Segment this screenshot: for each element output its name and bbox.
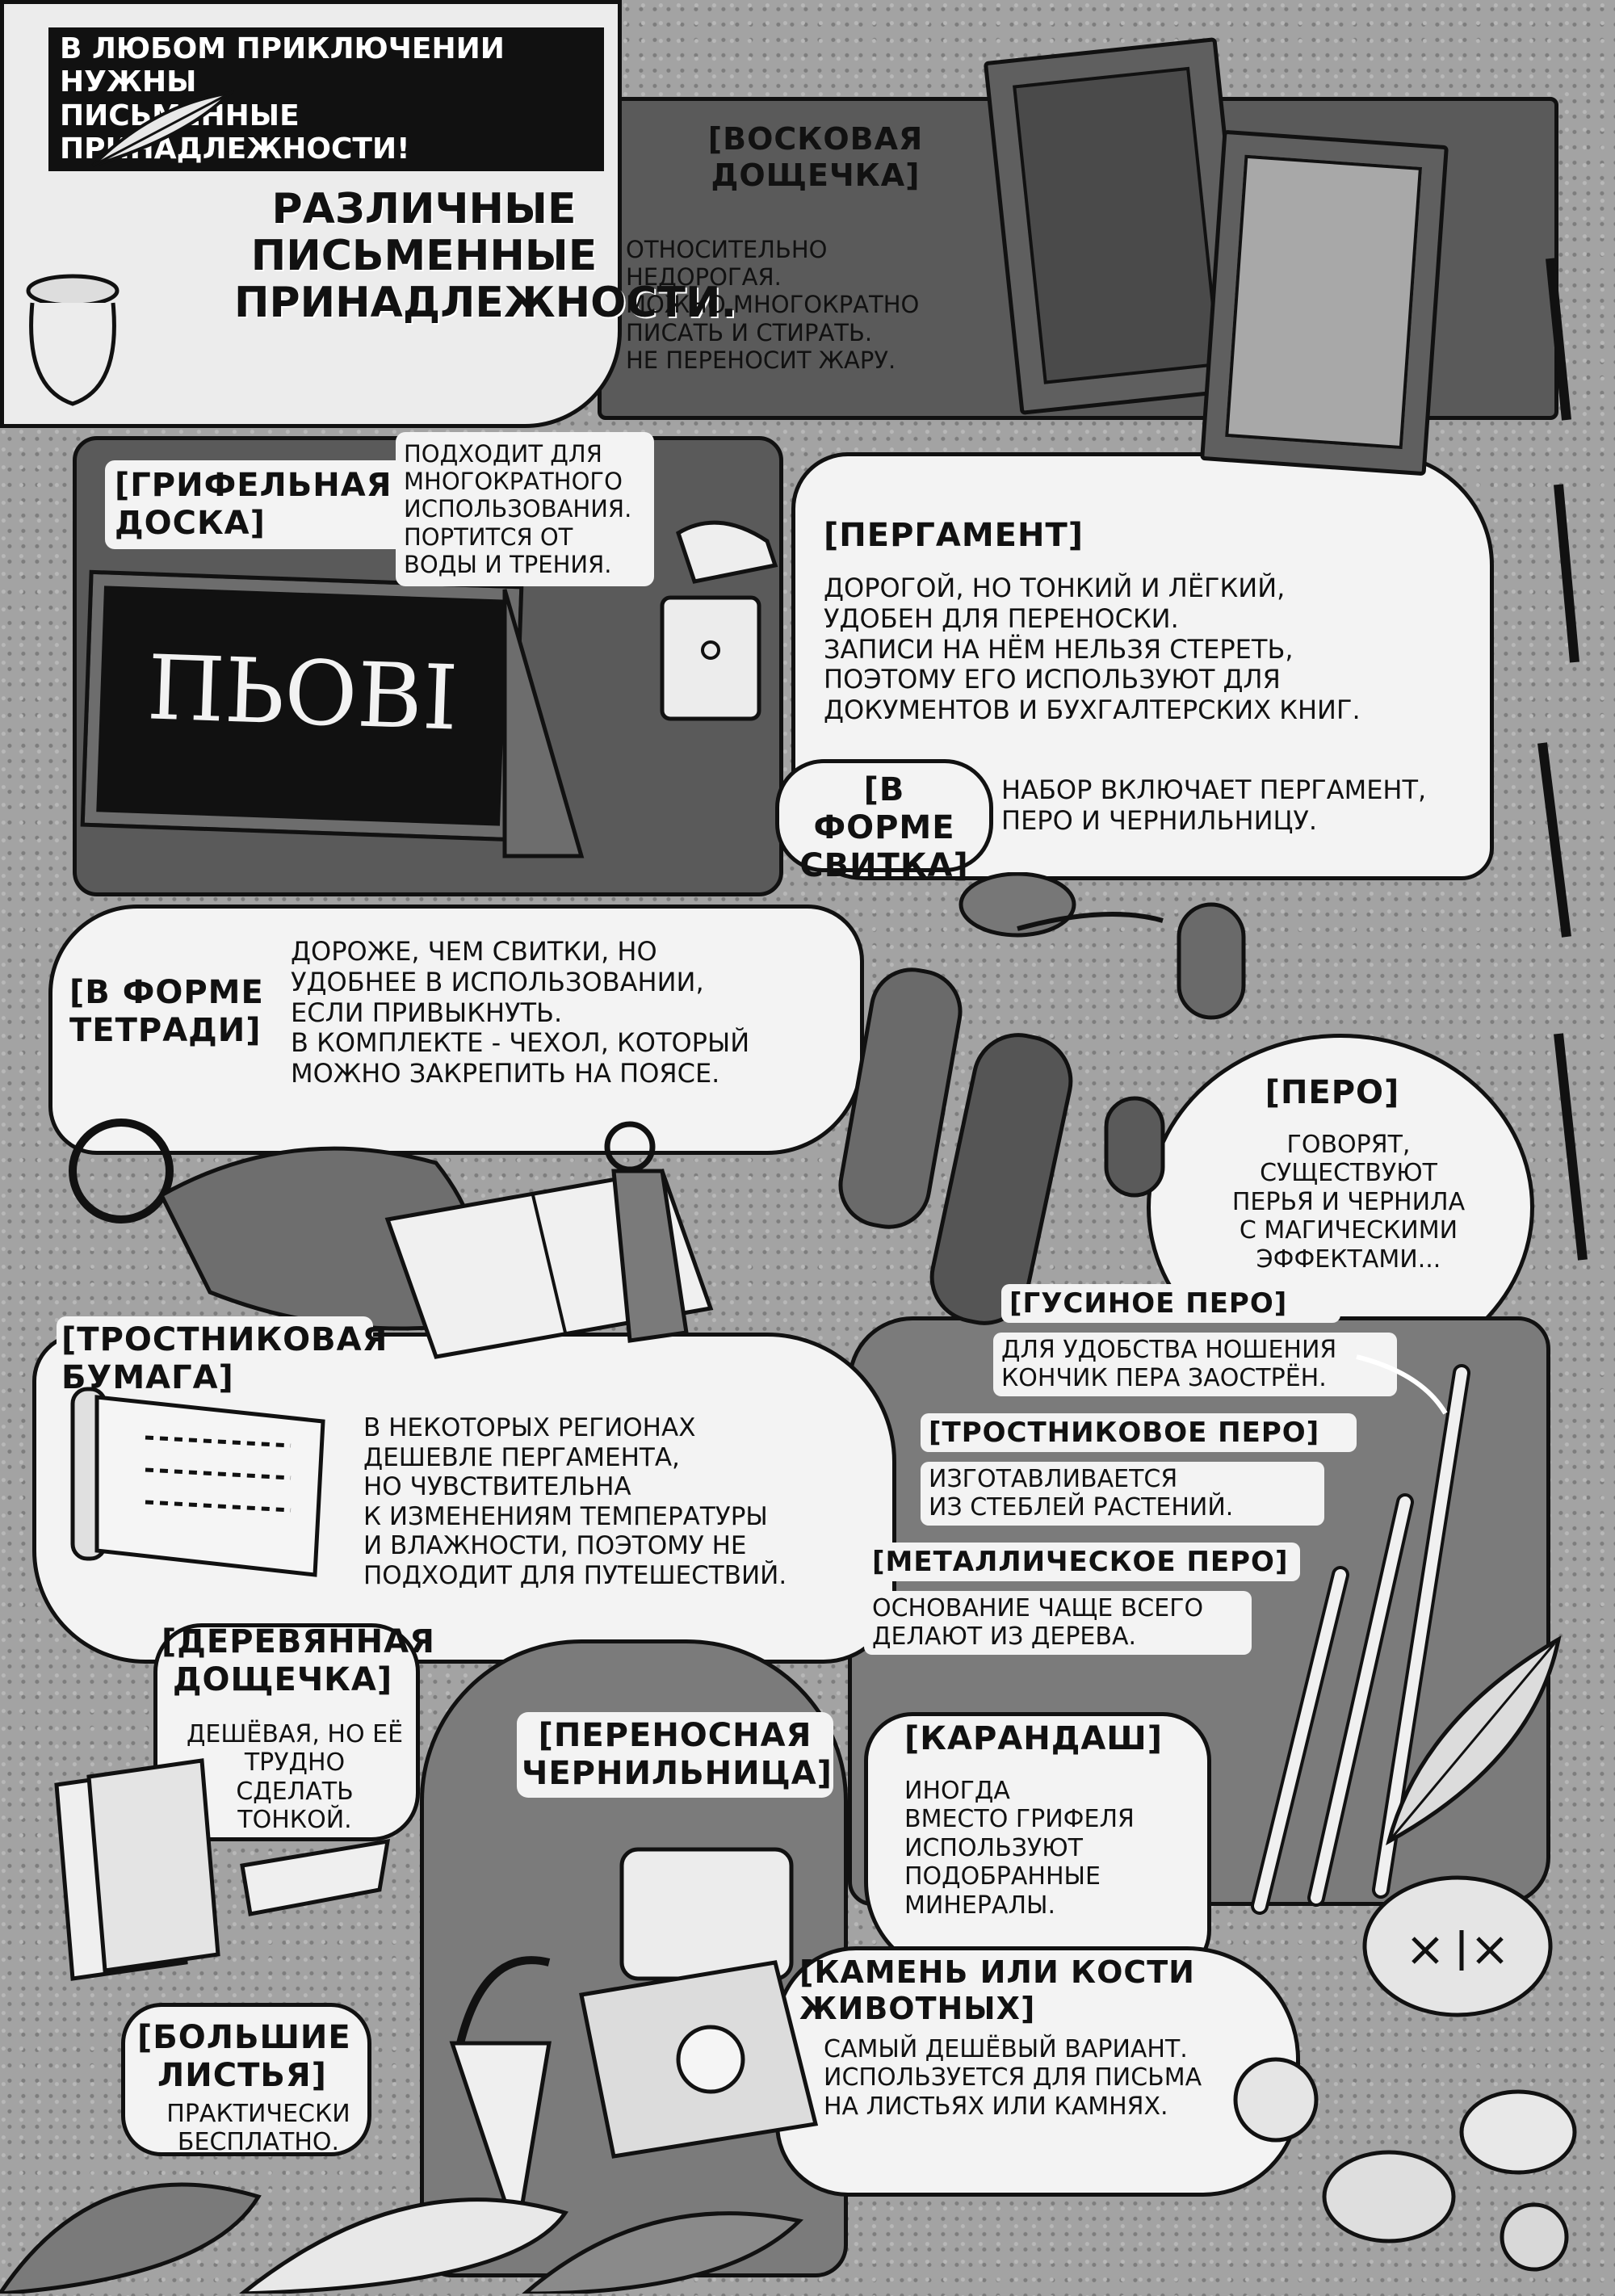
notebook-form-desc: ДОРОЖЕ, ЧЕМ СВИТКИ, НО УДОБНЕЕ В ИСПОЛЬЗ… <box>291 936 750 1089</box>
stone-bubble <box>775 1946 1300 2197</box>
page-title: РАЗЛИЧНЫЕ ПИСЬМЕННЫЕ ПРИНАДЛЕЖНОСТИ. <box>234 185 737 328</box>
pens-icon <box>1251 1354 1470 1915</box>
scroll-form-title: [В ФОРМЕ СВИТКА] <box>799 771 969 885</box>
notebook-pouch-icon <box>69 1119 714 1359</box>
wax-tablet-desc: ОТНОСИТЕЛЬНО НЕДОРОГАЯ. МОЖНО МНОГОКРАТН… <box>626 236 920 374</box>
stone-title: [КАМЕНЬ ИЛИ КОСТИ ЖИВОТНЫХ] <box>799 1954 1195 2026</box>
slate-board: ПЬОВІ <box>80 569 524 842</box>
stones-icon <box>1233 2057 1577 2272</box>
notebook-form-title: [В ФОРМЕ ТЕТРАДИ] <box>65 969 292 1056</box>
wax-tablet-right-leaf <box>1200 129 1449 476</box>
leaves-desc: ПРАКТИЧЕСКИ БЕСПЛАТНО. <box>166 2100 350 2157</box>
feather-icon <box>1386 1635 1562 1846</box>
reed-pen-desc: ИЗГОТАВЛИВАЕТСЯ ИЗ СТЕБЛЕЙ РАСТЕНИЙ. <box>921 1462 1324 1526</box>
leaves-title: [БОЛЬШИЕ ЛИСТЬЯ] <box>137 2019 351 2095</box>
metal-pen-desc: ОСНОВАНИЕ ЧАЩЕ ВСЕГО ДЕЛАЮТ ИЗ ДЕРЕВА. <box>864 1591 1252 1655</box>
pencil-desc: ИНОГДА ВМЕСТО ГРИФЕЛЯ ИСПОЛЬЗУЮТ ПОДОБРА… <box>904 1777 1135 1920</box>
wooden-board-desc: ДЕШЁВАЯ, НО ЕЁ ТРУДНО СДЕЛАТЬ ТОНКОЙ. <box>186 1720 404 1835</box>
goose-pen-desc: ДЛЯ УДОБСТВА НОШЕНИЯ КОНЧИК ПЕРА ЗАОСТРЁ… <box>993 1333 1397 1396</box>
pen-desc: ГОВОРЯТ, СУЩЕСТВУЮТ ПЕРЬЯ И ЧЕРНИЛА С МА… <box>1231 1131 1466 1274</box>
inkpot-icon <box>26 274 120 406</box>
slate-easel-icon <box>502 589 585 858</box>
pencil-title: [КАРАНДАШ] <box>904 1720 1163 1757</box>
scroll-form-label <box>775 759 993 872</box>
reed-pen-title: [ТРОСТНИКОВОЕ ПЕРО] <box>921 1413 1357 1453</box>
pen-title: [ПЕРО] <box>1265 1074 1400 1111</box>
slate-title: [ГРИФЕЛЬНАЯ ДОСКА] <box>105 460 415 550</box>
reed-paper-scroll-icon <box>70 1387 325 1577</box>
slate-writing: ПЬОВІ <box>145 636 459 750</box>
scroll-case-icon <box>838 872 1246 1325</box>
pencil-bubble <box>864 1712 1211 1979</box>
leaves-bubble <box>121 2003 371 2156</box>
chalk-pouch-icon <box>660 520 778 721</box>
reed-paper-desc: В НЕКОТОРЫХ РЕГИОНАХ ДЕШЕВЛЕ ПЕРГАМЕНТА,… <box>363 1413 787 1590</box>
inkwell-title: [ПЕРЕНОСНАЯ ЧЕРНИЛЬНИЦА] <box>517 1712 833 1799</box>
knives-icon <box>1537 258 1588 1261</box>
wooden-boards-icon <box>54 1758 391 1981</box>
metal-pen-title: [МЕТАЛЛИЧЕСКОЕ ПЕРО] <box>864 1543 1300 1582</box>
wooden-board-title: [ДЕРЕВЯННАЯ ДОЩЕЧКА] <box>162 1623 435 1699</box>
quill-icon <box>91 90 234 167</box>
inkwell-box-icon <box>449 1847 819 2238</box>
goose-pen-title: [ГУСИНОЕ ПЕРО] <box>1001 1284 1340 1324</box>
stone-desc: САМЫЙ ДЕШЁВЫЙ ВАРИАНТ. ИСПОЛЬЗУЕТСЯ ДЛЯ … <box>824 2035 1202 2121</box>
parchment-desc: ДОРОГОЙ, НО ТОНКИЙ И ЛЁГКИЙ, УДОБЕН ДЛЯ … <box>824 573 1361 725</box>
parchment-title: [ПЕРГАМЕНТ] <box>824 517 1084 554</box>
rune-stone-icon <box>1362 1875 1553 2017</box>
wax-tablet-title: [ВОСКОВАЯ ДОЩЕЧКА] <box>707 121 924 193</box>
scroll-form-desc: НАБОР ВКЛЮЧАЕТ ПЕРГАМЕНТ, ПЕРО И ЧЕРНИЛЬ… <box>1001 774 1427 836</box>
leaves-icon <box>0 2182 804 2294</box>
slate-desc: ПОДХОДИТ ДЛЯ МНОГОКРАТНОГО ИСПОЛЬЗОВАНИЯ… <box>396 432 654 587</box>
